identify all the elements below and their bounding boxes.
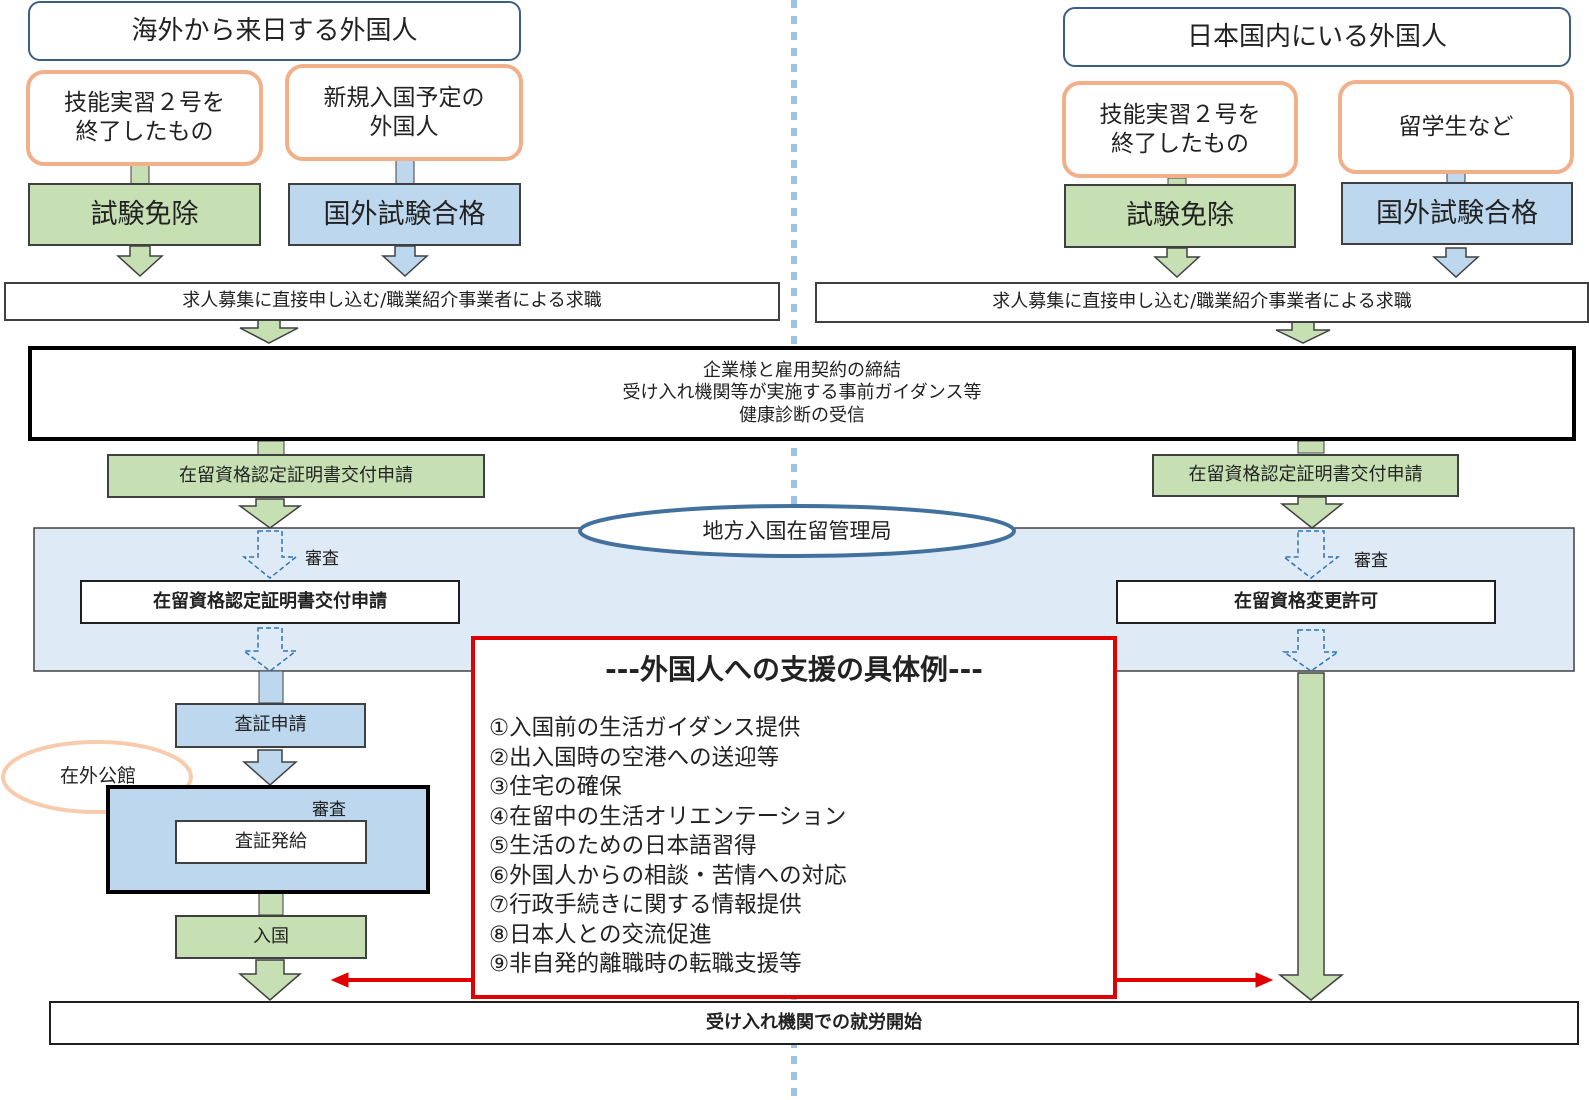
dashed-arrow-right-review — [1281, 530, 1341, 579]
support-item: ②出入国時の空港への送迎等 — [489, 744, 780, 771]
arrow-right-long — [1277, 672, 1345, 1001]
arrow-visa-apply — [242, 749, 298, 787]
right-coe-apply: 在留資格認定証明書交付申請 — [1152, 454, 1459, 497]
red-arrow-right — [1117, 972, 1274, 988]
arrow-right-exam — [1432, 247, 1480, 279]
arrow-entry — [237, 959, 303, 1001]
left-group-new-entry: 新規入国予定の 外国人 — [285, 64, 523, 161]
arrow-left-coe — [237, 498, 303, 529]
right-change-permit: 在留資格変更許可 — [1116, 580, 1496, 624]
support-item: ③住宅の確保 — [489, 774, 622, 800]
dashed-arrow-left-review — [241, 530, 299, 579]
left-job-search: 求人募集に直接申し込む/職業紹介事業者による求職 — [4, 282, 780, 321]
left-group-trainee: 技能実習２号を 終了したもの — [26, 70, 263, 166]
contract-box: 企業様と雇用契約の締結 受け入れ機関等が実施する事前ガイダンス等 健康診断の受信 — [28, 346, 1576, 441]
dashed-arrow-left-out — [241, 627, 299, 672]
arrow-left-exam — [381, 245, 429, 278]
dashed-arrow-right-out — [1281, 629, 1341, 672]
start-work: 受け入れ機関での就労開始 — [49, 1001, 1579, 1045]
embassy-label: 在外公館 — [59, 765, 136, 788]
right-group-trainee: 技能実習２号を 終了したもの — [1062, 81, 1298, 178]
support-item: ⑦行政手続きに関する情報提供 — [489, 892, 802, 918]
left-header: 海外から来日する外国人 — [28, 1, 521, 61]
support-list: ①入国前の生活ガイダンス提供 ②出入国時の空港への送迎等 ③住宅の確保 ④在留中… — [489, 714, 847, 980]
right-job-search: 求人募集に直接申し込む/職業紹介事業者による求職 — [815, 282, 1589, 323]
right-review-label: 審査 — [1354, 551, 1388, 571]
support-item: ①入国前の生活ガイダンス提供 — [489, 715, 801, 741]
left-review-label: 審査 — [305, 549, 339, 569]
support-item: ④在留中の生活オリエンテーション — [489, 803, 847, 830]
visa-issue: 査証発給 — [175, 820, 367, 864]
arrow-left-job — [239, 319, 299, 344]
left-coe-decision: 在留資格認定証明書交付申請 — [80, 580, 460, 624]
left-exam-exempt: 試験免除 — [28, 183, 261, 246]
embassy-review-label: 審査 — [312, 800, 346, 820]
contract-line-3: 健康診断の受信 — [739, 404, 865, 426]
bureau-ellipse — [578, 504, 1016, 558]
left-overseas-exam: 国外試験合格 — [288, 183, 521, 246]
support-examples-box: ---外国人への支援の具体例--- ①入国前の生活ガイダンス提供 ②出入国時の空… — [471, 636, 1117, 999]
arrow-left-exempt — [116, 245, 164, 278]
support-title: ---外国人への支援の具体例--- — [605, 653, 983, 686]
support-item: ⑥外国人からの相談・苦情への対応 — [489, 862, 847, 889]
visa-apply: 査証申請 — [175, 703, 366, 748]
support-item: ⑨非自発的離職時の転職支援等 — [489, 951, 802, 977]
right-overseas-exam: 国外試験合格 — [1341, 182, 1573, 245]
bureau-label: 地方入国在留管理局 — [702, 518, 892, 543]
arrow-right-job — [1275, 321, 1331, 344]
support-item: ⑤生活のための日本語習得 — [489, 833, 757, 859]
arrow-right-coe — [1279, 496, 1345, 529]
contract-line-1: 企業様と雇用契約の締結 — [703, 359, 901, 381]
right-header: 日本国内にいる外国人 — [1063, 7, 1571, 67]
right-group-students: 留学生など — [1338, 80, 1574, 174]
right-exam-exempt: 試験免除 — [1064, 184, 1296, 248]
contract-line-2: 受け入れ機関等が実施する事前ガイダンス等 — [622, 382, 982, 404]
left-coe-apply: 在留資格認定証明書交付申請 — [107, 454, 485, 498]
arrow-right-exempt — [1153, 247, 1201, 279]
support-item: ⑧日本人との交流促進 — [489, 921, 712, 948]
red-arrow-left — [330, 972, 471, 988]
entry: 入国 — [175, 915, 367, 959]
